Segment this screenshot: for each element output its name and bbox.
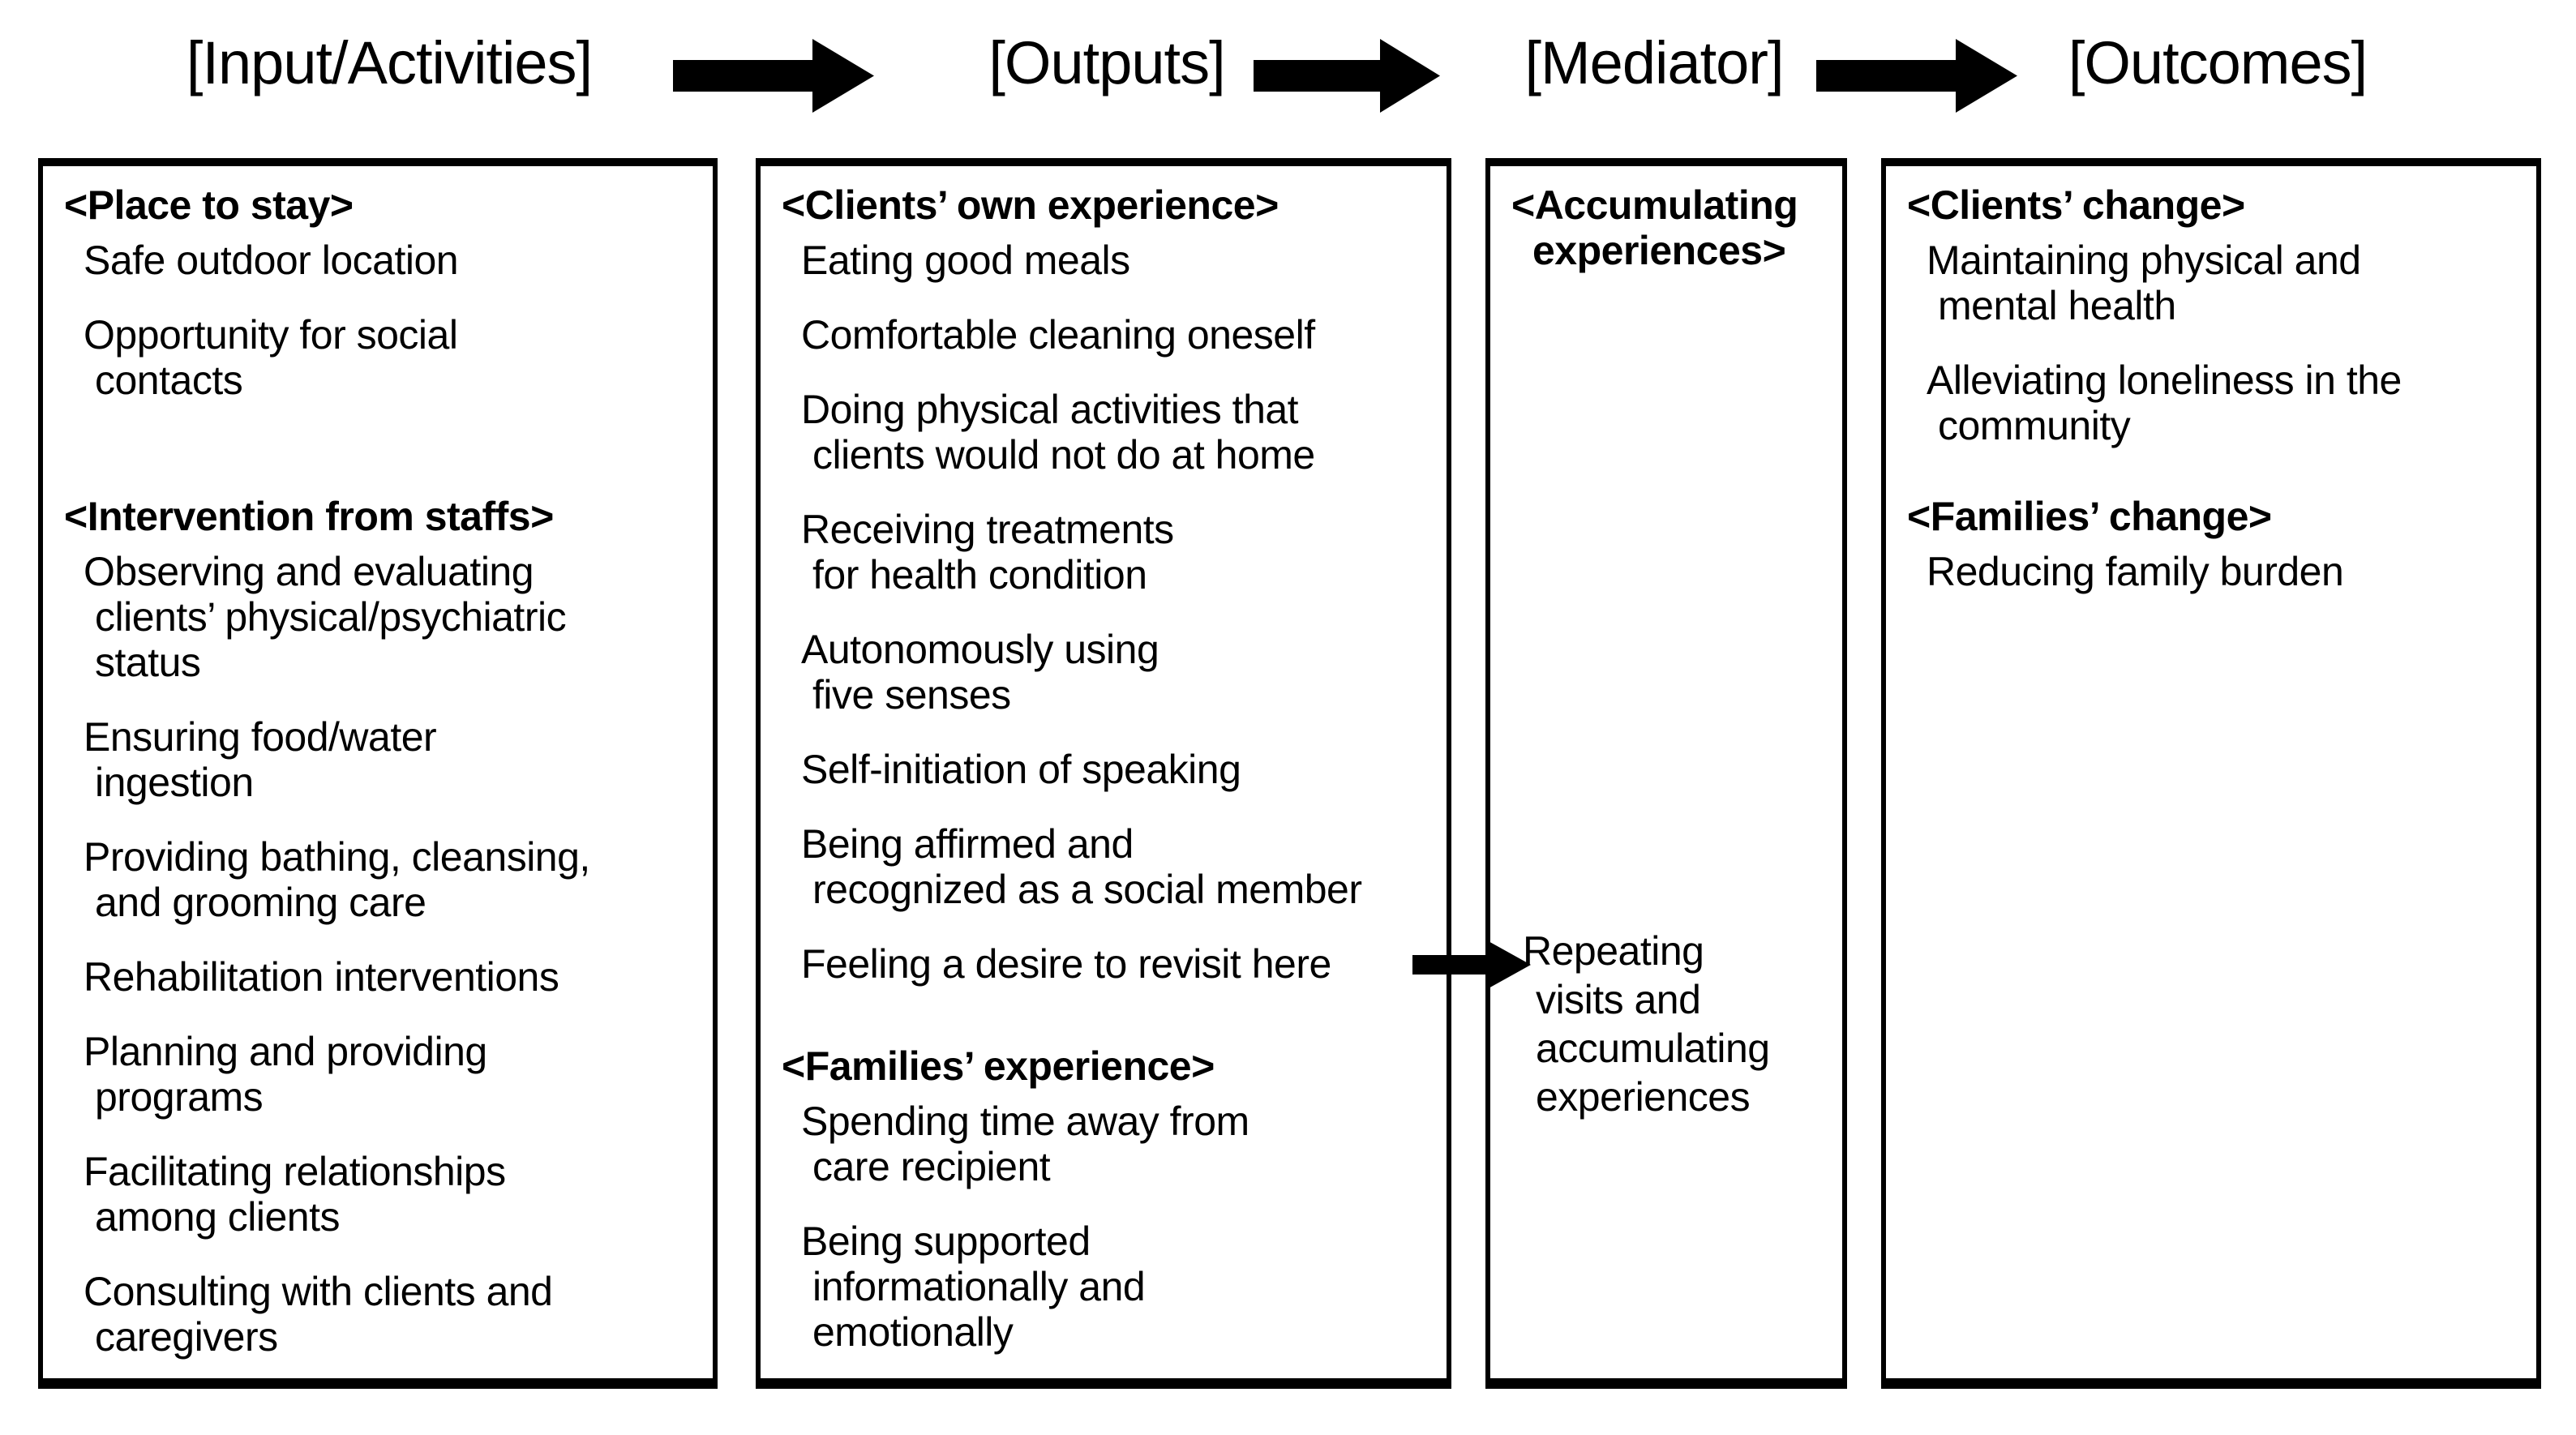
list-item-line: Safe outdoor location	[84, 238, 459, 283]
flow-arrow-icon	[673, 37, 876, 114]
outputs-item: Feeling a desire to revisit here	[782, 941, 1434, 987]
list-item-line: Planning and providing	[84, 1029, 487, 1074]
list-item-line: Rehabilitation interventions	[84, 954, 559, 1000]
list-item-line: Facilitating relationships	[84, 1149, 506, 1194]
list-item-line: Being affirmed and	[801, 821, 1134, 867]
list-item-line: clients would not do at home	[812, 432, 1315, 478]
outcomes-item: Reducing family burden	[1907, 549, 2523, 594]
section-heading-line: <Clients’ own experience>	[782, 182, 1279, 228]
list-item-line: Consulting with clients and	[84, 1269, 553, 1314]
list-item-line: Maintaining physical and	[1927, 238, 2361, 283]
list-item-line: for health condition	[812, 552, 1147, 598]
list-item-line: Opportunity for social	[84, 312, 458, 358]
list-item-line: visits and	[1536, 977, 1701, 1022]
input-activities-item: Providing bathing, cleansing,and groomin…	[64, 834, 700, 925]
list-item-line: Observing and evaluating	[84, 549, 534, 594]
list-item-line: Alleviating loneliness in the	[1927, 358, 2402, 403]
list-item-line: care recipient	[812, 1144, 1051, 1189]
outputs-item: Comfortable cleaning oneself	[782, 312, 1434, 358]
header-label-outcomes: [Outcomes]	[2068, 29, 2368, 96]
list-item-line: Repeating	[1523, 928, 1704, 974]
flow-arrow-icon	[1254, 37, 1442, 114]
outcomes-heading: <Families’ change>	[1907, 494, 2523, 539]
input-activities-item: Rehabilitation interventions	[64, 954, 700, 1000]
outputs-heading: <Clients’ own experience>	[782, 182, 1434, 228]
outputs-heading: <Families’ experience>	[782, 1043, 1434, 1089]
outputs-box: <Clients’ own experience> Eating good mea…	[756, 158, 1451, 1389]
list-item-line: Providing bathing, cleansing,	[84, 834, 590, 880]
list-item-line: Autonomously using	[801, 627, 1159, 672]
list-item-line: status	[95, 640, 201, 685]
section-heading-line: <Place to stay>	[64, 182, 354, 228]
outcomes-heading: <Clients’ change>	[1907, 182, 2523, 228]
header-label-input-activities: [Input/Activities]	[186, 29, 593, 96]
outcomes-content: <Clients’ change> Maintaining physical an…	[1886, 166, 2536, 1378]
list-item-line: Reducing family burden	[1927, 549, 2344, 594]
input-activities-heading: <Intervention from staffs>	[64, 494, 700, 539]
input-activities-item: Safe outdoor location	[64, 238, 700, 283]
list-item-line: experiences	[1536, 1074, 1751, 1120]
section-heading-line: <Accumulating	[1511, 182, 1798, 228]
flow-arrow-icon	[1816, 37, 2019, 114]
list-item-line: accumulating	[1536, 1026, 1770, 1071]
section-heading-line: <Intervention from staffs>	[64, 494, 554, 539]
list-item-line: Comfortable cleaning oneself	[801, 312, 1315, 358]
outputs-content: <Clients’ own experience> Eating good mea…	[761, 166, 1447, 1378]
header-label-outputs: [Outputs]	[988, 29, 1225, 96]
list-item-line: mental health	[1938, 283, 2176, 328]
list-item-line: Eating good meals	[801, 238, 1130, 283]
list-item-line: contacts	[95, 358, 243, 403]
list-item-line: Receiving treatments	[801, 507, 1174, 552]
list-item-line: programs	[95, 1074, 264, 1120]
list-item-line: emotionally	[812, 1309, 1014, 1355]
list-item-line: Feeling a desire to revisit here	[801, 941, 1331, 987]
list-item-line: recognized as a social member	[812, 867, 1362, 912]
section-heading-line: <Families’ change>	[1907, 494, 2272, 539]
outputs-item: Self-initiation of speaking	[782, 747, 1434, 792]
list-item-line: clients’ physical/psychiatric	[95, 594, 567, 640]
outputs-item: Eating good meals	[782, 238, 1434, 283]
revisit-to-repeating-arrow-icon	[1412, 939, 1532, 991]
section-heading-line: <Families’ experience>	[782, 1043, 1215, 1089]
list-item-line: Ensuring food/water	[84, 714, 437, 760]
list-item-line: Self-initiation of speaking	[801, 747, 1241, 792]
list-item-line: community	[1938, 403, 2131, 448]
list-item-line: caregivers	[95, 1314, 278, 1360]
list-item-line: Doing physical activities that	[801, 387, 1299, 432]
list-item-line: among clients	[95, 1194, 341, 1240]
list-item-line: five senses	[812, 672, 1011, 718]
outcomes-box: <Clients’ change> Maintaining physical an…	[1881, 158, 2541, 1389]
input-activities-heading: <Place to stay>	[64, 182, 700, 228]
list-item-line: Being supported	[801, 1219, 1091, 1264]
list-item-line: Spending time away from	[801, 1099, 1249, 1144]
header-label-mediator: [Mediator]	[1524, 29, 1784, 96]
section-heading-line: <Clients’ change>	[1907, 182, 2245, 228]
list-item-line: and grooming care	[95, 880, 426, 925]
list-item-line: ingestion	[95, 760, 254, 805]
list-item-line: informationally and	[812, 1264, 1146, 1309]
section-heading-line: experiences>	[1532, 228, 1786, 273]
